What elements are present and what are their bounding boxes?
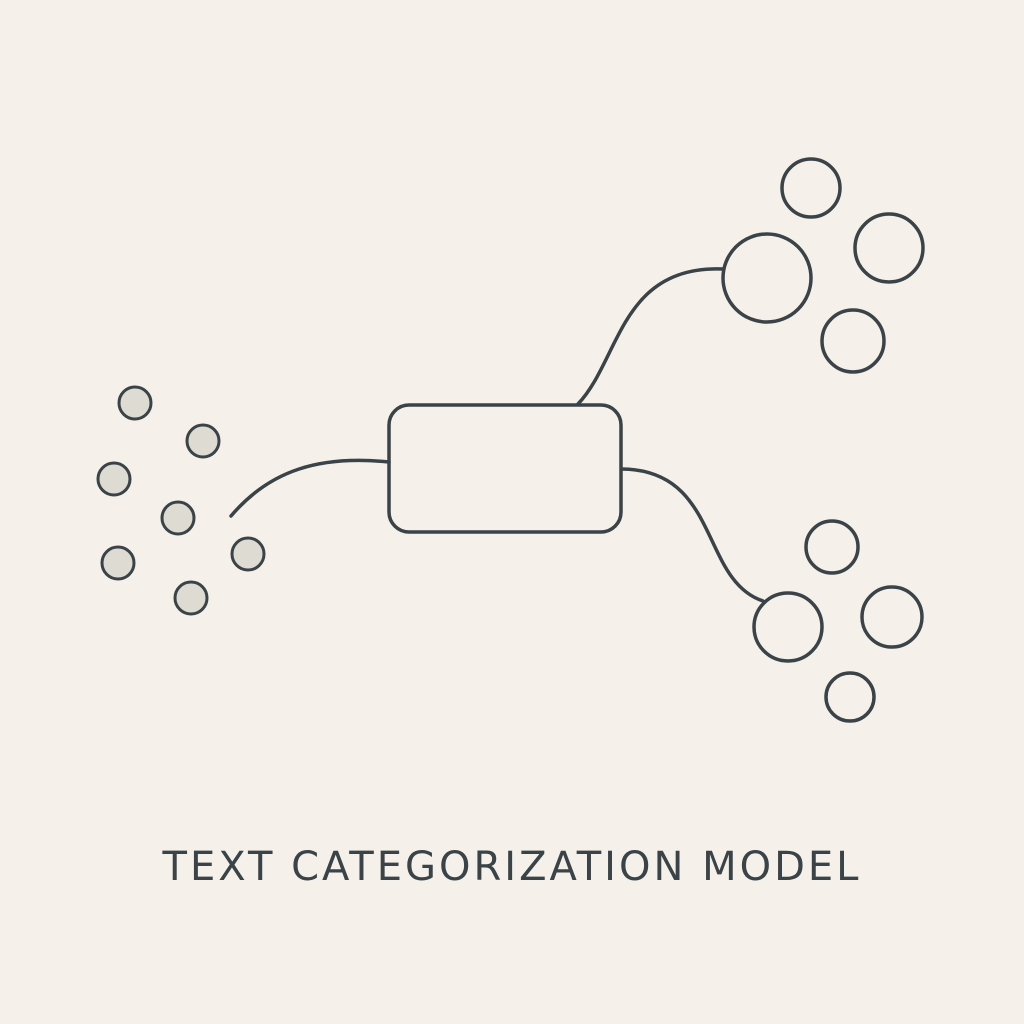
- output-connector-top: [576, 267, 725, 406]
- output-node: [780, 157, 842, 219]
- input-node: [173, 580, 209, 616]
- output-node: [752, 591, 824, 663]
- model-box: [387, 403, 623, 534]
- output-node: [860, 585, 924, 649]
- output-node: [721, 232, 813, 324]
- output-connector-bottom: [620, 467, 765, 603]
- input-node: [96, 461, 132, 497]
- input-documents: [96, 385, 266, 616]
- input-node: [117, 385, 153, 421]
- input-node: [185, 423, 221, 459]
- input-connector: [229, 458, 391, 518]
- output-node: [804, 519, 860, 575]
- diagram-caption: TEXT CATEGORIZATION MODEL: [162, 844, 862, 890]
- output-cluster-top: [721, 157, 925, 374]
- output-node: [853, 212, 925, 284]
- input-node: [160, 500, 196, 536]
- input-node: [100, 545, 136, 581]
- output-cluster-bottom: [752, 519, 924, 723]
- output-node: [820, 308, 886, 374]
- input-node: [230, 536, 266, 572]
- output-node: [824, 671, 876, 723]
